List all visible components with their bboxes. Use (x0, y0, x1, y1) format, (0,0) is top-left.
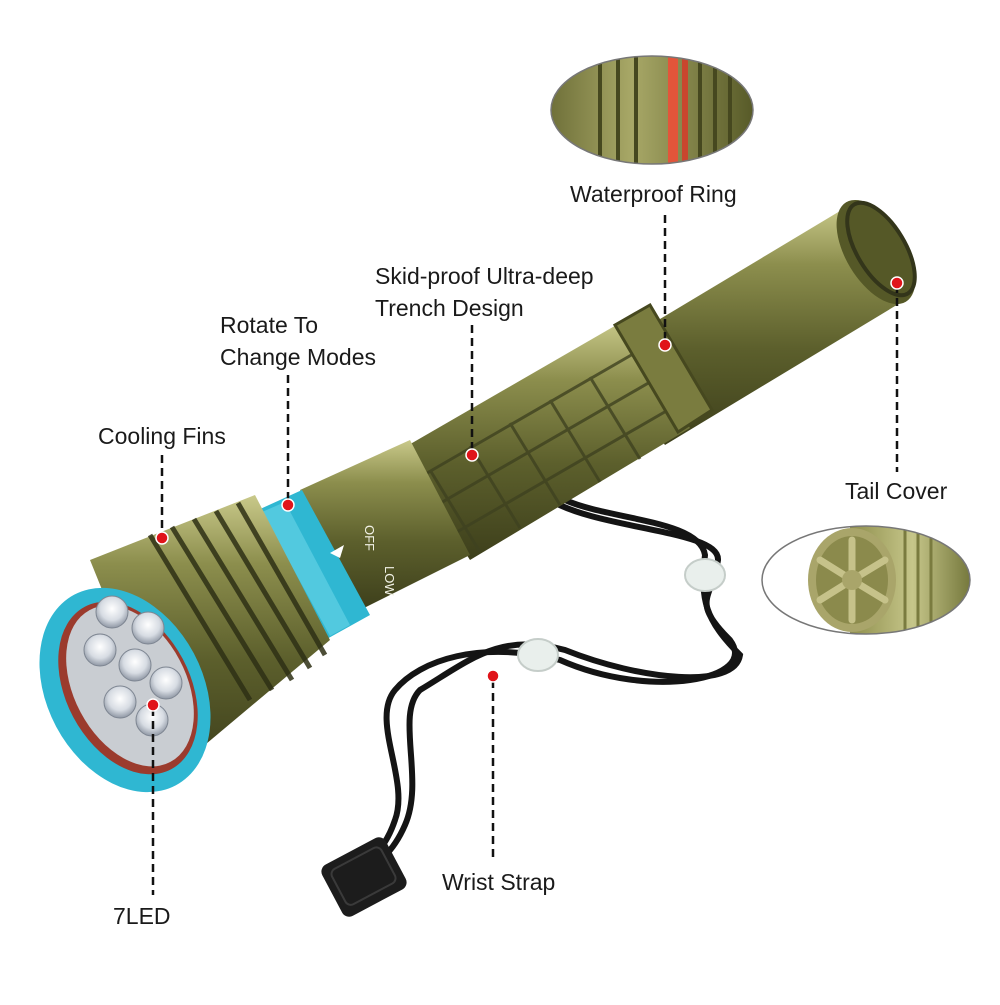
marker-tail-cover (890, 276, 904, 290)
marker-skid-proof (465, 448, 479, 462)
strap-end-tab (321, 837, 407, 917)
marker-rotate-modes (281, 498, 295, 512)
mode-arrow-icon (330, 545, 344, 558)
label-wrist-strap: Wrist Strap (442, 869, 556, 895)
marker-cooling-fins (155, 531, 169, 545)
wrist-strap (352, 497, 744, 875)
tail-cover-inset (761, 525, 971, 635)
label-led: 7LED (113, 903, 171, 929)
led-array (83, 595, 183, 737)
marking-low: LOW (382, 566, 397, 596)
strap-beads (517, 558, 726, 672)
marker-waterproof-ring (658, 338, 672, 352)
waterproof-ring-inset (550, 55, 754, 165)
handle (400, 320, 690, 560)
label-cooling-fins: Cooling Fins (98, 423, 226, 449)
label-skid-proof: Skid-proof Ultra-deep Trench Design (375, 263, 594, 321)
callout-lines (151, 215, 899, 895)
label-tail-cover: Tail Cover (845, 478, 948, 504)
marking-off: OFF (362, 525, 377, 551)
marker-wrist-strap (486, 669, 500, 683)
label-waterproof-ring: Waterproof Ring (570, 181, 737, 207)
callout-markers (146, 276, 904, 712)
label-rotate-modes: Rotate To Change Modes (220, 312, 376, 370)
marker-led (146, 698, 160, 712)
